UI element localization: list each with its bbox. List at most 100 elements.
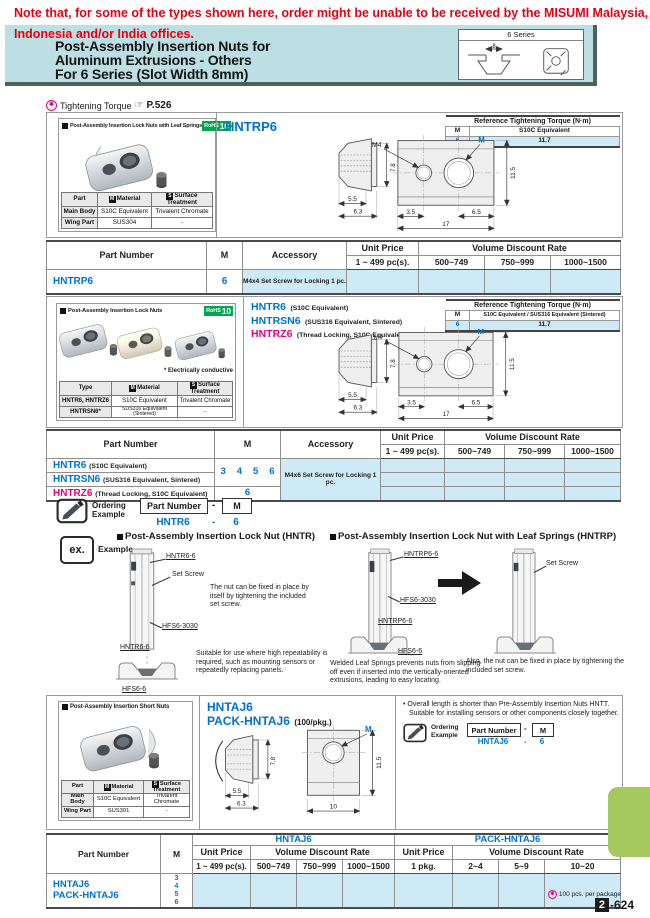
callout-hntr6-6: HNTR6-6 (166, 553, 196, 560)
product-photo-hntrz6 (173, 330, 226, 362)
example-label: Example (98, 544, 133, 554)
example-left-text2: Suitable for use where high repeatabilit… (196, 650, 328, 674)
ordering-hand-icon (403, 723, 427, 743)
dim-label: 6.3 (237, 800, 246, 807)
torque-reference-line: ✱ Tightening Torque ☞ P.526 (46, 100, 171, 111)
dim-label: 11.5 (510, 166, 517, 178)
col-m: M (160, 833, 193, 875)
col-unit-price: Unit Price (380, 429, 445, 445)
part-number-pack-hntaj6: PACK-HNTAJ6 (100/pkg.) (207, 714, 332, 728)
col-accessory: Accessory (242, 240, 347, 270)
dash: - (212, 500, 216, 511)
warning-line-2: Indonesia and/or India offices. (14, 27, 194, 41)
spec-cell: - (177, 405, 233, 419)
section-hntaj6: Post-Assembly Insertion Short Nuts Part … (46, 695, 623, 830)
dim-label: 7.8 (390, 163, 397, 172)
extrusion-drawing (512, 548, 536, 644)
qty-col: 1 ~ 499 pc(s). (380, 444, 445, 459)
spec-cell: S10C Equivalent (93, 793, 144, 807)
price-cell (504, 458, 565, 473)
dash: - (212, 517, 216, 528)
price-cell (564, 472, 621, 487)
price-cell (192, 873, 251, 909)
part-number-box: Part Number (140, 498, 208, 514)
ordering-part-value: HNTR6 (156, 517, 190, 528)
spec-cell: S10C Equivalent (111, 394, 178, 407)
thread-callout-m4: M4 (374, 334, 384, 341)
m-cell: 6 (206, 269, 243, 294)
series-box: 6 Series 8 (458, 29, 584, 80)
cross-section-drawing (348, 636, 410, 654)
torque-title-row: Reference Tightening Torque (N·m) (445, 115, 620, 127)
example-right-text2: Also, the nut can be fixed in place by t… (466, 658, 624, 674)
square-bullet-icon (60, 308, 66, 314)
callout-hfs6-3030: HFS6-3030 (162, 623, 198, 630)
qty-col: 1000~1500 (342, 859, 395, 875)
example-left-text1: The nut can be fixed in place by itself … (210, 584, 309, 608)
product-photo-hntr6 (57, 322, 118, 360)
spec-col-type: Type (59, 380, 112, 396)
spec-col-part: Part (61, 191, 98, 208)
col-m: M (206, 240, 243, 270)
square-bullet-icon (330, 533, 336, 540)
example-left-header: Post-Assembly Insertion Lock Nut (HNTR) (117, 531, 315, 542)
col-part-number: Part Number (46, 240, 207, 270)
top-view-drawing-hntrp: M4 M 3.5 6.5 17 11.5 (372, 135, 517, 232)
part-number-cell: HNTRSN6 (SUS316 Equivalent, Sintered) (46, 472, 215, 487)
series-label: 6 Series (459, 30, 583, 41)
qty-col: 1 pkg. (394, 859, 453, 875)
col-part-number: Part Number (46, 833, 161, 875)
page-title-line3: For 6 Series (Slot Width 8mm) (55, 66, 249, 82)
front-view-drawing-hntaj: M 11.5 10 (301, 724, 383, 814)
dash: - (524, 737, 527, 746)
price-cell (418, 269, 485, 294)
dim-label: 6.5 (472, 209, 481, 216)
spec-cell: Main Body (61, 206, 98, 218)
spec-col-part: Part (61, 779, 94, 795)
dim-label: 10 (330, 803, 338, 810)
spec-cell: Wing Part (61, 806, 94, 818)
ordering-part-value: HNTAJ6 (477, 737, 509, 746)
table-row: HNTRZ6 (Thread Locking, S10C Equivalent)… (46, 486, 621, 501)
spec-cell: - (151, 217, 213, 229)
hntaj-note: • Overall length is shorter than Pre-Ass… (403, 700, 619, 718)
part-number-box: Part Number (467, 723, 521, 737)
dim-label: 11.5 (376, 756, 383, 769)
part-number-cell: HNTRP6 (46, 269, 207, 294)
spec-cell: Main Body (61, 793, 94, 807)
price-cell (380, 486, 445, 501)
spec-cell: Trivalent Chromate (151, 206, 213, 218)
page-number: 2 -624 (594, 898, 634, 912)
callout-hntrp6-6: HNTRP6-6 (404, 551, 439, 558)
price-cell (394, 873, 453, 909)
spec-cell: Trivalent Chromate (177, 394, 233, 407)
price-cell (342, 873, 395, 909)
square-bullet-icon (117, 533, 123, 540)
volume-number-box: 2 (594, 898, 609, 912)
group-header-row: Part Number M HNTAJ6 PACK-HNTAJ6 (46, 833, 621, 875)
product-card-hntaj: Post-Assembly Insertion Short Nuts Part … (58, 701, 193, 821)
price-table-hntrp6: Part Number M Accessory Unit Price Volum… (46, 240, 621, 295)
torque-value: 11.7 (469, 320, 620, 332)
col-unit-price: Unit Price (394, 845, 453, 861)
part-number-hntrsn6: HNTRSN6 (SUS316 Equivalent, Sintered) (251, 314, 403, 327)
price-cell (564, 458, 621, 473)
part-name-list: HNTAJ6 PACK-HNTAJ6 (100/pkg.) (207, 701, 332, 729)
m-box: M (222, 498, 252, 514)
cross-section-drawing (116, 656, 178, 680)
price-cell (564, 486, 621, 501)
col-unit-price: Unit Price (192, 845, 251, 861)
product-card-title: Post-Assembly Insertion Lock Nuts (68, 308, 163, 314)
